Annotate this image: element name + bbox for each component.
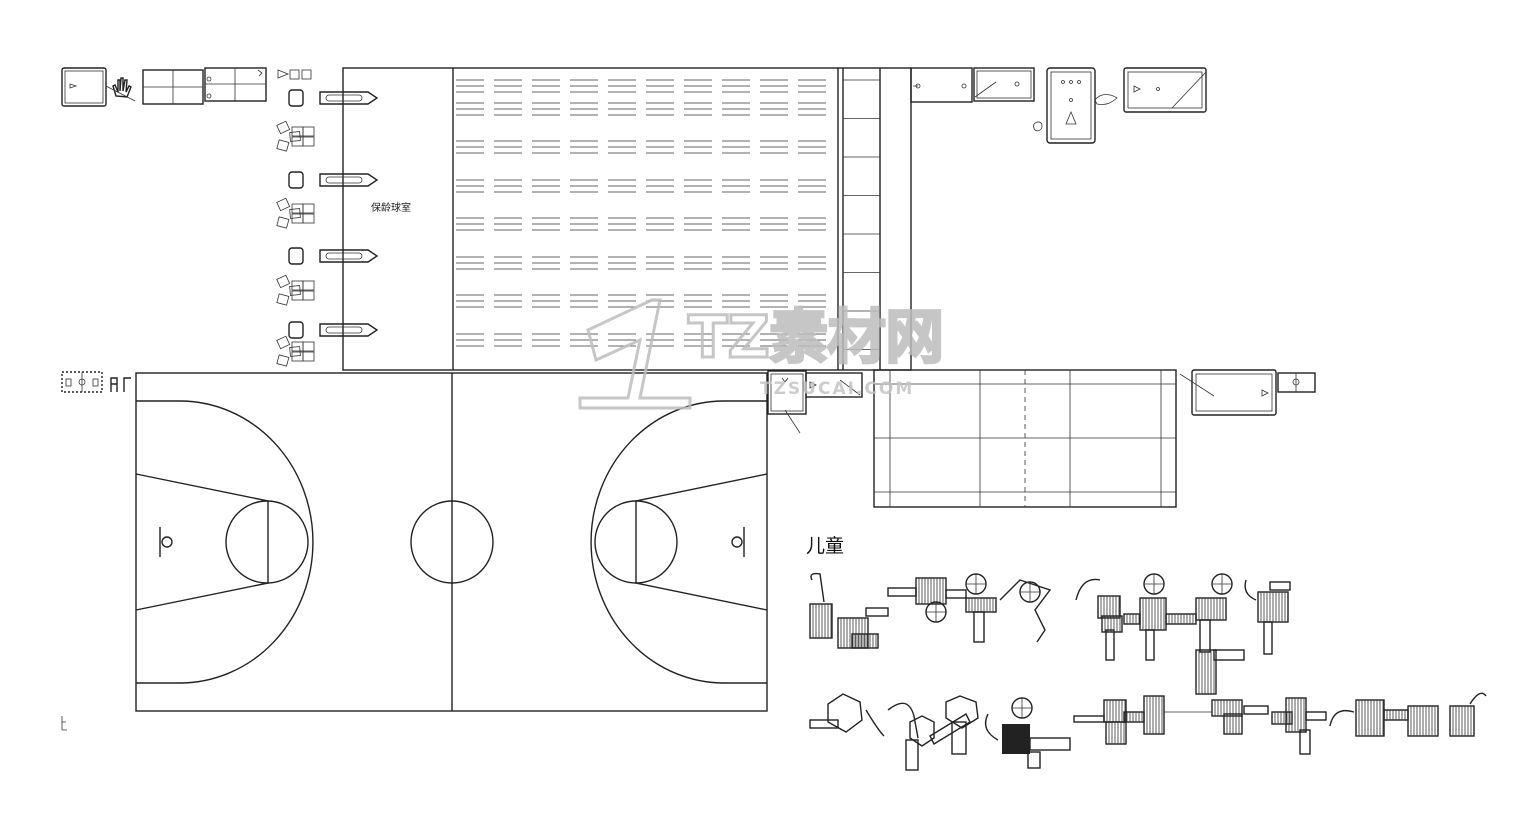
bowling-chair [302,213,315,224]
ball-return-slot [325,326,363,334]
bowling-room: 保龄球室 [342,67,912,371]
play-slide [887,587,917,597]
play-slide [1213,649,1245,661]
bowling-chair [302,290,315,301]
play-slide [1263,621,1273,655]
solid-platform [1002,724,1030,754]
tube-slide [984,713,999,741]
play-slide [1243,705,1269,715]
play-deck [1097,595,1121,619]
pinsetter-area [837,68,881,370]
top-left-tables [61,67,312,107]
play-slide [1105,629,1115,661]
bowling-chair [276,293,290,306]
tube-slide [810,572,825,603]
bowling-chair [302,280,315,291]
play-deck [851,633,879,649]
watermark-brand: TZ素材网 [688,303,944,371]
play-deck [809,603,833,639]
watermark-logo [578,298,692,410]
bowling-chair [276,197,291,212]
play-slide [809,719,839,729]
hex-roof [827,693,863,733]
bowling-chair [276,216,290,229]
bowling-room-label: 保龄球室 [371,201,411,214]
bowling-chair [289,285,301,296]
tube-slide [1329,709,1355,727]
bowling-chair [276,335,291,350]
tube-slide [1075,578,1101,601]
bowling-chair [289,208,301,219]
play-slide [1027,751,1041,769]
children-area: 儿童 [806,535,1487,771]
bowling-seat [288,171,304,189]
bowling-chair [302,126,315,137]
ball-return [319,323,379,337]
play-slide [929,713,971,745]
bowling-seat [288,89,304,107]
bowling-chair [276,120,291,135]
play-slide [1145,629,1155,661]
bowling-chair [302,341,315,352]
play-slide [951,721,967,755]
play-deck [1271,711,1293,725]
play-deck [1139,597,1167,631]
play-deck [1101,615,1123,633]
badminton-court [873,369,1177,508]
play-structures [809,572,1487,771]
play-slide [1073,715,1105,723]
bowling-chair [276,354,290,367]
ball-return [319,91,379,105]
watermark: TZ素材网 TZSUCAI.COM [578,298,945,410]
bowling-seat [288,247,304,265]
ball-return [319,249,379,263]
hex-roof [945,695,979,729]
play-deck [1105,721,1127,745]
ball-return-slot [325,176,363,184]
tube-slide [999,579,1052,643]
play-slide [973,611,985,643]
play-deck [1123,711,1145,723]
ball-return [319,173,379,187]
tube-slide [865,709,885,737]
play-slide [905,739,919,771]
play-slide [865,607,889,617]
hex-roof [909,715,935,747]
tube-slide [1469,692,1487,705]
play-deck [1123,613,1141,625]
play-slide [1305,711,1327,721]
play-slide [945,589,967,599]
bowling-chair [289,131,301,142]
play-slide [1269,581,1291,591]
bowling-chair [276,139,290,152]
bowling-chair [302,351,315,362]
play-slide [1029,737,1071,751]
bowling-chair [302,203,315,214]
ball-return-slot [325,252,363,260]
watermark-url: TZSUCAI.COM [760,379,914,399]
children-label: 儿童 [806,535,844,557]
play-deck [1195,649,1217,695]
bowling-seat [288,321,304,339]
ball-return-slot [325,94,363,102]
tube-slide [887,702,919,739]
mid-right-tables [767,369,1316,434]
bowling-chair [276,274,291,289]
bowling-chair [289,346,301,357]
tube-slide [1244,579,1257,601]
bowling-chair [302,136,315,147]
top-right-tables [910,67,1207,144]
play-slide [1299,729,1311,755]
hand-icon [112,77,132,98]
play-slide [1199,619,1211,653]
basketball-court [135,372,768,712]
bowling-seating-groups [276,89,379,367]
small-fixtures-left [61,371,131,731]
